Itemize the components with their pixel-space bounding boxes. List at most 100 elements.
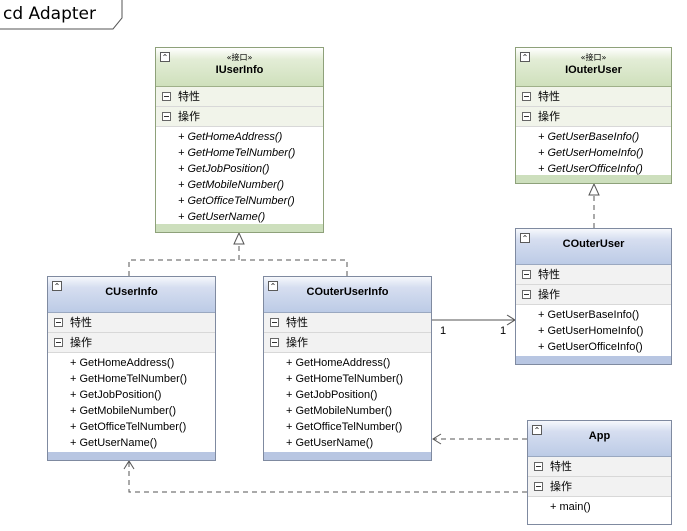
collapse-icon[interactable]: ⌃ — [532, 425, 542, 435]
box-footer — [156, 224, 323, 232]
couteruser-class[interactable]: ⌃ COuterUser 特性 操作 + GetUserBaseInfo() +… — [515, 228, 672, 365]
interface-name: IOuterUser — [565, 64, 622, 76]
operations-label: 操作 — [286, 336, 308, 349]
attributes-label: 特性 — [538, 268, 560, 281]
class-name: COuterUserInfo — [306, 286, 389, 298]
operations-label: 操作 — [538, 110, 560, 123]
section-collapse-icon[interactable] — [522, 290, 531, 299]
operations-section[interactable]: 操作 — [516, 107, 671, 127]
operations-label: 操作 — [70, 336, 92, 349]
diagram-frame-tab: cd Adapter — [0, 0, 123, 30]
interface-name: IUserInfo — [215, 64, 264, 76]
realization-couteruserinfo — [239, 259, 348, 276]
operation: + GetUserHomeInfo() — [538, 147, 644, 159]
attributes-label: 特性 — [550, 460, 572, 473]
box-footer — [48, 452, 215, 460]
section-collapse-icon[interactable] — [522, 92, 531, 101]
iuserinfo-interface[interactable]: ⌃ «接口» IUserInfo 特性 操作 + GetHomeAddress(… — [155, 47, 324, 233]
operation: + GetUserHomeInfo() — [538, 325, 644, 337]
iouteruser-interface[interactable]: ⌃ «接口» IOuterUser 特性 操作 + GetUserBaseInf… — [515, 47, 672, 184]
operations-list: + GetHomeAddress() + GetHomeTelNumber() … — [264, 353, 431, 451]
app-class[interactable]: ⌃ App 特性 操作 + main() — [527, 420, 672, 525]
operations-section[interactable]: 操作 — [528, 477, 671, 497]
operation: + GetOfficeTelNumber() — [178, 195, 295, 207]
operations-list: + GetUserBaseInfo() + GetUserHomeInfo() … — [516, 305, 671, 355]
section-collapse-icon[interactable] — [534, 462, 543, 471]
operations-section[interactable]: 操作 — [516, 285, 671, 305]
attributes-section[interactable]: 特性 — [48, 313, 215, 333]
frame-title: cd Adapter — [3, 4, 96, 24]
operations-label: 操作 — [178, 110, 200, 123]
section-collapse-icon[interactable] — [270, 318, 279, 327]
operation: + GetUserOfficeInfo() — [538, 163, 643, 175]
class-name: COuterUser — [562, 238, 625, 250]
collapse-icon[interactable]: ⌃ — [268, 281, 278, 291]
realization-cuserinfo — [128, 244, 240, 276]
operation: + GetUserBaseInfo() — [538, 131, 640, 143]
operation: + GetUserName() — [178, 211, 266, 223]
section-collapse-icon[interactable] — [54, 338, 63, 347]
operations-section[interactable]: 操作 — [156, 107, 323, 127]
cuserinfo-class[interactable]: ⌃ CUserInfo 特性 操作 + GetHomeAddress() + G… — [47, 276, 216, 461]
attributes-section[interactable]: 特性 — [528, 457, 671, 477]
collapse-icon[interactable]: ⌃ — [160, 52, 170, 62]
attributes-label: 特性 — [538, 90, 560, 103]
operations-section[interactable]: 操作 — [48, 333, 215, 353]
operations-label: 操作 — [550, 480, 572, 493]
section-collapse-icon[interactable] — [54, 318, 63, 327]
section-collapse-icon[interactable] — [534, 482, 543, 491]
operations-list: + main() — [528, 497, 671, 515]
operations-list: + GetHomeAddress() + GetHomeTelNumber() … — [156, 127, 323, 225]
multiplicity-source: 1 — [440, 325, 447, 337]
operation: + GetHomeAddress() — [286, 357, 391, 369]
app-header: ⌃ App — [528, 421, 671, 457]
stereotype-label: «接口» — [226, 53, 253, 62]
operation: + GetHomeAddress() — [70, 357, 175, 369]
attributes-section[interactable]: 特性 — [156, 87, 323, 107]
operations-list: + GetUserBaseInfo() + GetUserHomeInfo() … — [516, 127, 671, 177]
operation: + GetUserName() — [70, 437, 158, 449]
attributes-section[interactable]: 特性 — [516, 265, 671, 285]
couteruser-header: ⌃ COuterUser — [516, 229, 671, 265]
multiplicity-target: 1 — [500, 325, 507, 337]
section-collapse-icon[interactable] — [162, 92, 171, 101]
operations-section[interactable]: 操作 — [264, 333, 431, 353]
collapse-icon[interactable]: ⌃ — [52, 281, 62, 291]
dependency-app-couteruserinfo — [432, 433, 527, 445]
operation: + GetHomeAddress() — [178, 131, 283, 143]
operation: + GetHomeTelNumber() — [70, 373, 188, 385]
stereotype-label: «接口» — [580, 53, 607, 62]
box-footer — [516, 175, 671, 183]
operation: + GetOfficeTelNumber() — [70, 421, 187, 433]
collapse-icon[interactable]: ⌃ — [520, 52, 530, 62]
class-name: App — [588, 430, 611, 442]
iouteruser-header: ⌃ «接口» IOuterUser — [516, 48, 671, 87]
operation: + GetJobPosition() — [70, 389, 162, 401]
operation: + GetJobPosition() — [178, 163, 270, 175]
operation: + GetUserOfficeInfo() — [538, 341, 643, 353]
box-footer — [516, 356, 671, 364]
operations-list: + GetHomeAddress() + GetHomeTelNumber() … — [48, 353, 215, 451]
cuserinfo-header: ⌃ CUserInfo — [48, 277, 215, 313]
collapse-icon[interactable]: ⌃ — [520, 233, 530, 243]
operation: + GetMobileNumber() — [70, 405, 177, 417]
operation: + GetHomeTelNumber() — [178, 147, 296, 159]
attributes-label: 特性 — [178, 90, 200, 103]
section-collapse-icon[interactable] — [522, 270, 531, 279]
section-collapse-icon[interactable] — [270, 338, 279, 347]
couteruserinfo-header: ⌃ COuterUserInfo — [264, 277, 431, 313]
operation: + GetUserName() — [286, 437, 374, 449]
section-collapse-icon[interactable] — [522, 112, 531, 121]
attributes-section[interactable]: 特性 — [264, 313, 431, 333]
operation: + GetMobileNumber() — [286, 405, 393, 417]
box-footer — [264, 452, 431, 460]
association-couteruserinfo-couteruser — [432, 314, 516, 326]
couteruserinfo-class[interactable]: ⌃ COuterUserInfo 特性 操作 + GetHomeAddress(… — [263, 276, 432, 461]
attributes-section[interactable]: 特性 — [516, 87, 671, 107]
realization-arrowhead-iouteruser — [588, 182, 600, 196]
frame-tab-outline — [0, 0, 123, 30]
iuserinfo-header: ⌃ «接口» IUserInfo — [156, 48, 323, 87]
section-collapse-icon[interactable] — [162, 112, 171, 121]
operation: + GetUserBaseInfo() — [538, 309, 640, 321]
